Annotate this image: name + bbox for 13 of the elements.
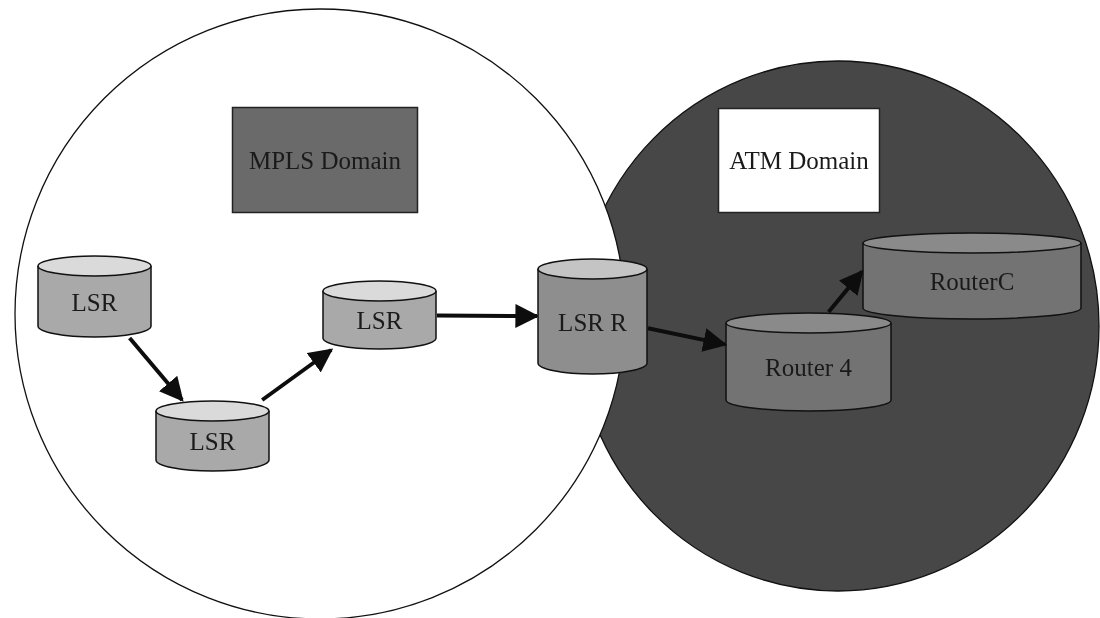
arrow <box>261 348 334 402</box>
node-label: Router 4 <box>764 353 853 382</box>
arrow <box>436 303 540 328</box>
node-label: RouterC <box>928 267 1016 296</box>
node-label: LSR R <box>557 307 628 337</box>
node-label: LSR <box>188 427 237 456</box>
arrow <box>647 326 728 352</box>
node-label: ATM Domain <box>728 146 870 175</box>
arrow <box>128 336 184 402</box>
node-label: LSR <box>70 287 119 317</box>
node-label: LSR <box>355 306 404 335</box>
node-label: MPLS Domain <box>247 145 403 175</box>
arrow <box>827 269 864 314</box>
